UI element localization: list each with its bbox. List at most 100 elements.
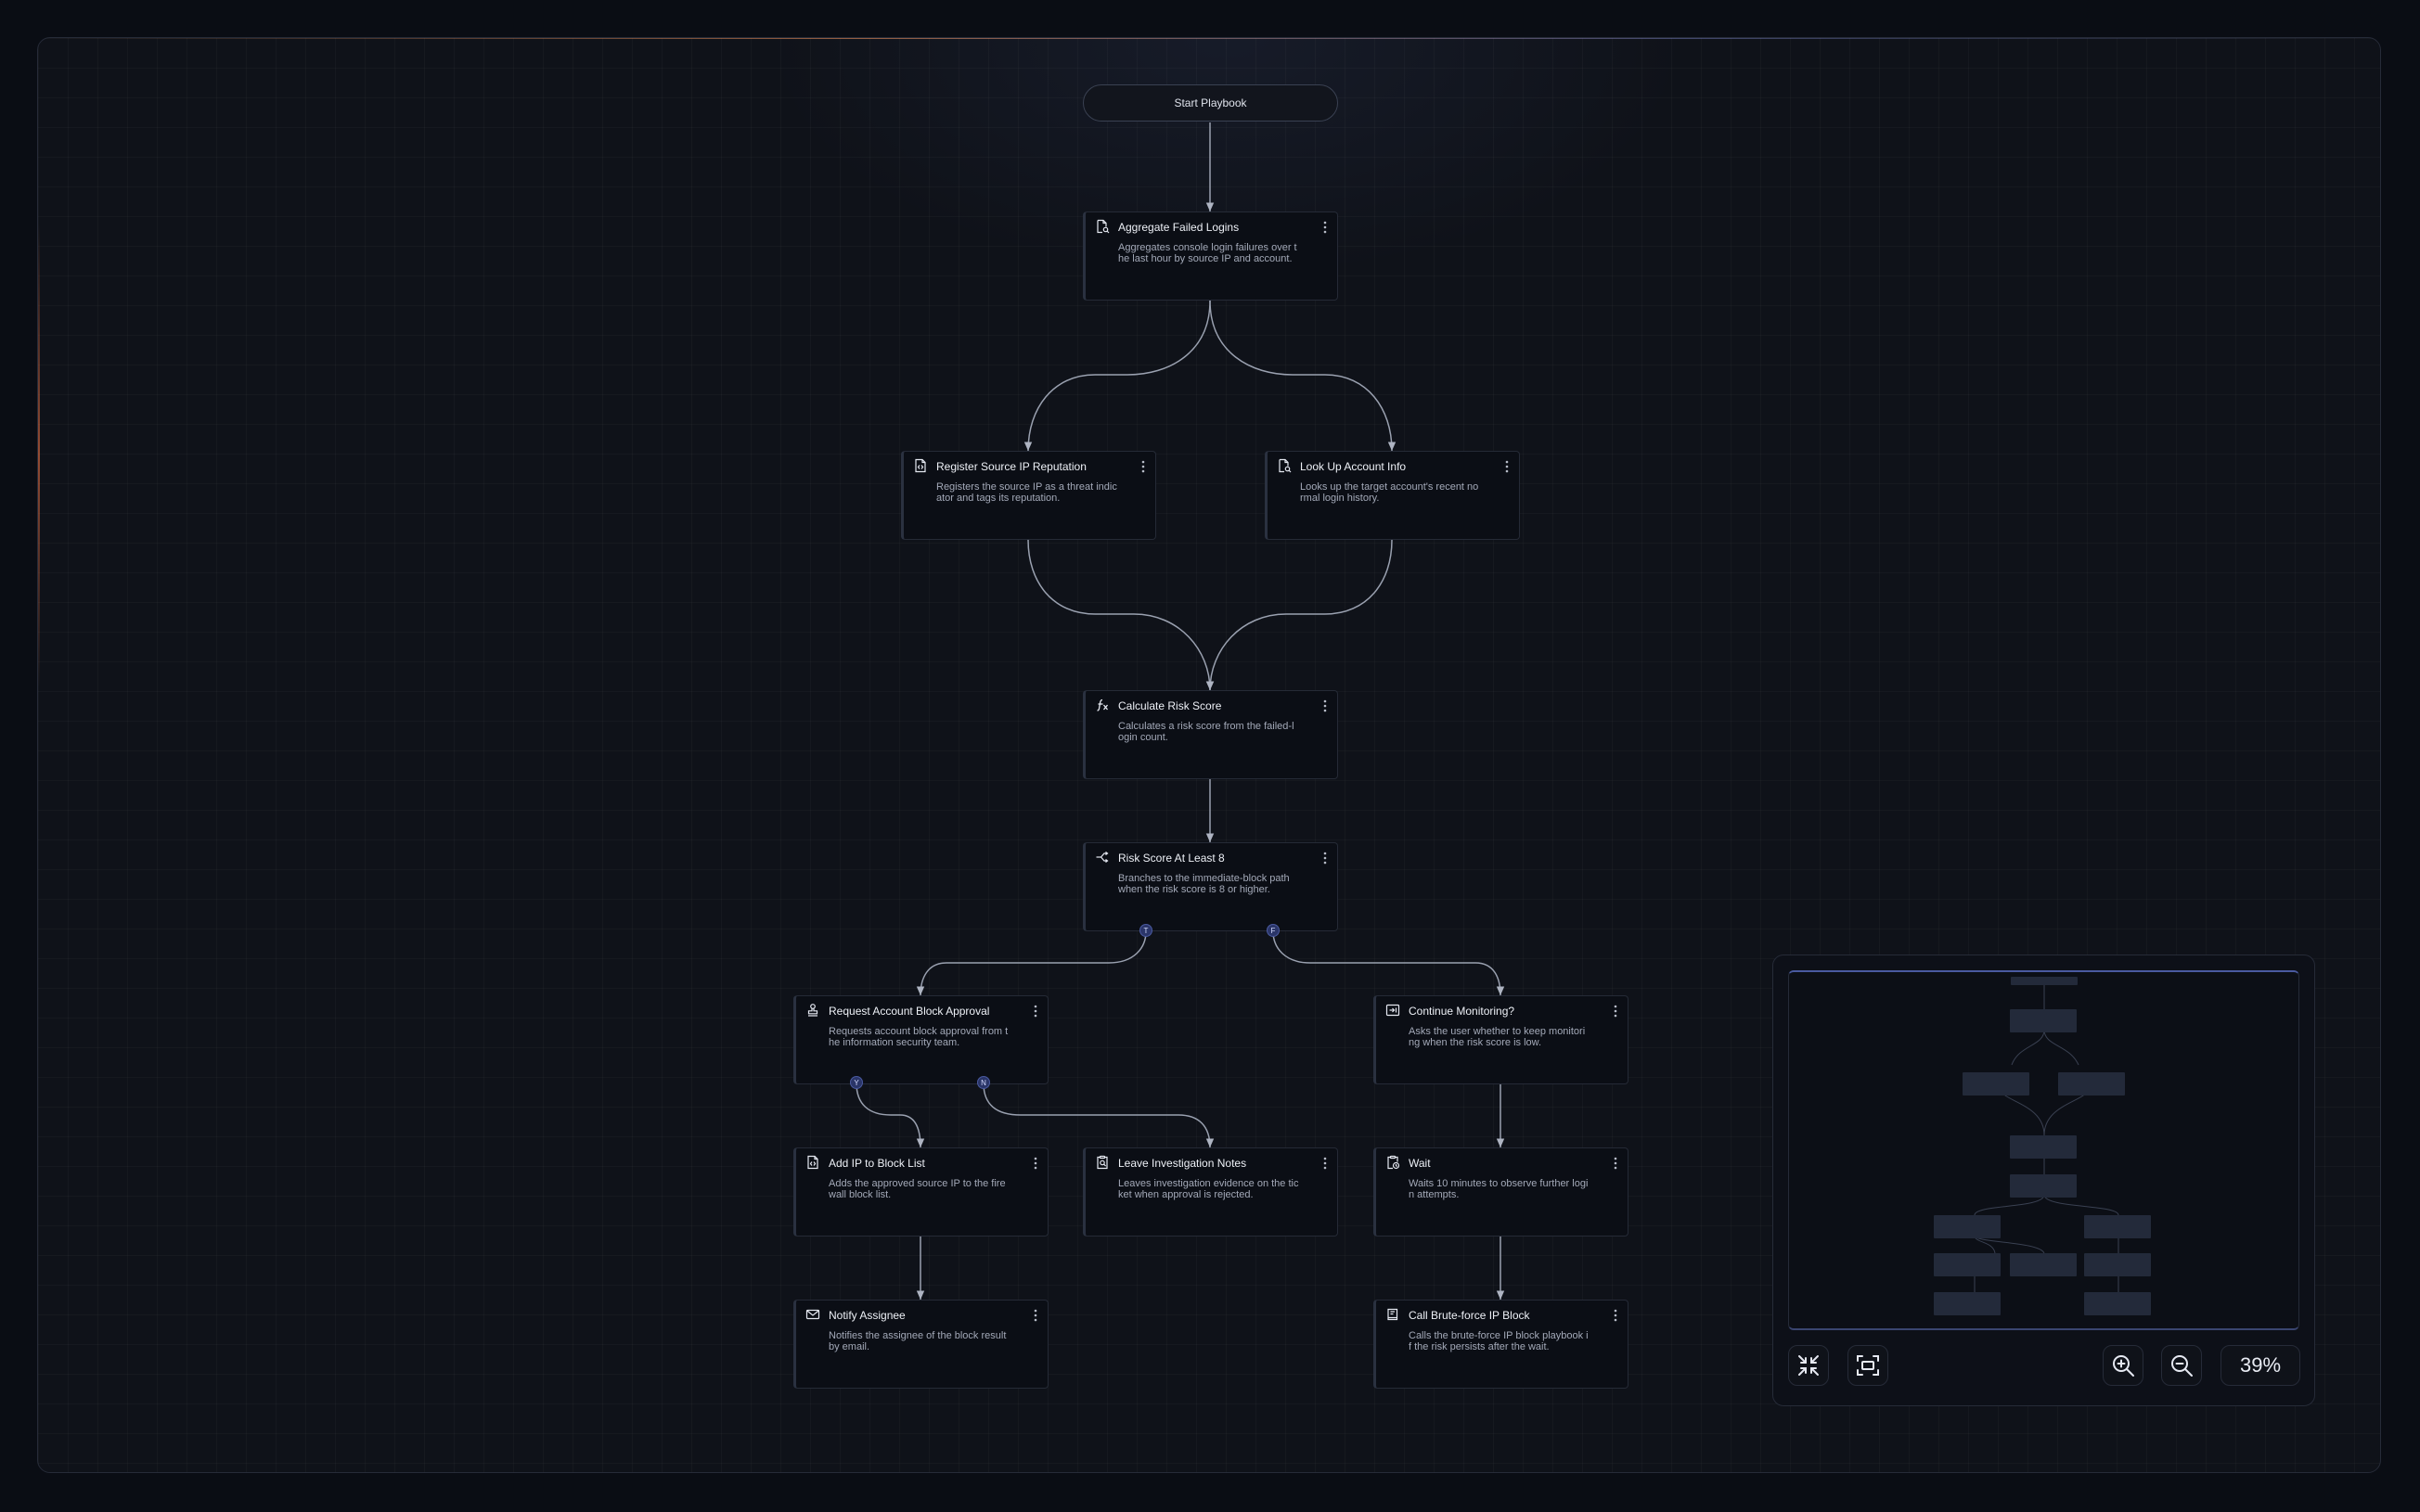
edge-no-notes [983,1083,1215,1148]
branch-icon [1095,850,1110,865]
node-notify-assignee[interactable]: Notify Assignee Notifies the assignee of… [793,1300,1049,1389]
collapse-button[interactable] [1788,1345,1829,1386]
kebab-menu-icon[interactable] [1613,1004,1618,1019]
minimap-node [2084,1253,2151,1276]
edge-lookup-riskscore [1205,539,1393,691]
port-label: F [1270,926,1276,935]
minimap-node [2010,1253,2077,1276]
edge-true-approval [916,930,1147,996]
node-description: Calculates a risk score from the failed-… [1118,721,1294,743]
node-look-up-account[interactable]: Look Up Account Info Looks up the target… [1265,451,1520,540]
kebab-menu-icon[interactable] [1322,1156,1328,1171]
kebab-menu-icon[interactable] [1033,1004,1038,1019]
node-leave-investigation-notes[interactable]: Leave Investigation Notes Leaves investi… [1083,1147,1338,1237]
node-title: Continue Monitoring? [1409,1005,1515,1018]
minimap-node [1934,1292,2001,1315]
node-call-bruteforce-block[interactable]: Call Brute-force IP Block Calls the brut… [1373,1300,1628,1389]
zoom-out-icon [2171,1355,2193,1377]
node-wait[interactable]: Wait Waits 10 minutes to observe further… [1373,1147,1628,1237]
minimap-panel: 39% [1772,955,2315,1406]
code-file-icon [805,1155,820,1170]
code-file-icon [913,458,928,473]
clipboard-search-icon [1095,1155,1110,1170]
start-playbook-label: Start Playbook [1174,96,1247,109]
clipboard-clock-icon [1385,1155,1400,1170]
minimap-start [2011,977,2078,985]
node-description: Adds the approved source IP to the firew… [829,1178,1006,1200]
node-continue-monitoring[interactable]: Continue Monitoring? Asks the user wheth… [1373,995,1628,1084]
node-title: Add IP to Block List [829,1157,925,1170]
minimap[interactable] [1788,970,2299,1330]
kebab-menu-icon[interactable] [1322,220,1328,235]
false-branch-port[interactable]: F [1267,924,1280,937]
node-description: Branches to the immediate-block path whe… [1118,873,1290,895]
minimap-node [1934,1253,2001,1276]
edge-register-riskscore [1027,539,1215,691]
node-title: Notify Assignee [829,1309,906,1322]
node-aggregate-failed-logins[interactable]: Aggregate Failed Logins Aggregates conso… [1083,211,1338,301]
collapse-icon [1798,1355,1819,1376]
node-request-block-approval[interactable]: Request Account Block Approval Requests … [793,995,1049,1084]
zoom-level-value: 39% [2239,1353,2282,1377]
start-playbook-node[interactable]: Start Playbook [1083,84,1338,122]
node-description: Registers the source IP as a threat indi… [936,481,1117,504]
node-title: Request Account Block Approval [829,1005,990,1018]
node-title: Risk Score At Least 8 [1118,852,1225,865]
edge-yes-addip [856,1083,925,1148]
zoom-level: 39% [2220,1345,2300,1386]
port-label: T [1143,926,1149,935]
node-title: Calculate Risk Score [1118,699,1222,712]
minimap-node [2084,1215,2151,1238]
node-description: Aggregates console login failures over t… [1118,242,1297,264]
node-description: Waits 10 minutes to observe further logi… [1409,1178,1589,1200]
minimap-node [2010,1009,2077,1032]
minimap-node [1934,1215,2001,1238]
document-search-icon [1277,458,1292,473]
prompt-icon [1385,1003,1400,1018]
minimap-node [2010,1135,2077,1159]
kebab-menu-icon[interactable] [1613,1308,1618,1323]
node-register-source-ip[interactable]: Register Source IP Reputation Registers … [901,451,1156,540]
minimap-node [2010,1174,2077,1198]
document-search-icon [1095,219,1110,234]
node-title: Aggregate Failed Logins [1118,221,1240,234]
zoom-in-icon [2113,1355,2134,1377]
kebab-menu-icon[interactable] [1033,1156,1038,1171]
function-icon [1095,698,1110,712]
kebab-menu-icon[interactable] [1613,1156,1618,1171]
zoom-in-button[interactable] [2103,1345,2143,1386]
minimap-node [2084,1292,2151,1315]
node-add-ip-block-list[interactable]: Add IP to Block List Adds the approved s… [793,1147,1049,1237]
edge-false-continue [1272,930,1505,996]
port-label: Y [854,1078,859,1087]
yes-branch-port[interactable]: Y [850,1076,863,1089]
port-label: N [981,1078,986,1087]
edge-aggregate-register [1023,300,1211,452]
kebab-menu-icon[interactable] [1033,1308,1038,1323]
node-title: Leave Investigation Notes [1118,1157,1247,1170]
no-branch-port[interactable]: N [977,1076,990,1089]
node-title: Look Up Account Info [1300,460,1407,473]
mail-icon [805,1307,820,1322]
node-risk-score-check[interactable]: Risk Score At Least 8 Branches to the im… [1083,842,1338,931]
node-description: Asks the user whether to keep monitoring… [1409,1026,1586,1048]
fit-screen-button[interactable] [1847,1345,1888,1386]
zoom-out-button[interactable] [2161,1345,2202,1386]
true-branch-port[interactable]: T [1139,924,1152,937]
fit-screen-icon [1857,1355,1879,1376]
minimap-node [2058,1072,2125,1096]
node-title: Register Source IP Reputation [936,460,1087,473]
node-calculate-risk-score[interactable]: Calculate Risk Score Calculates a risk s… [1083,690,1338,779]
playbook-icon [1385,1307,1400,1322]
minimap-node [1963,1072,2029,1096]
kebab-menu-icon[interactable] [1504,459,1510,474]
approval-stamp-icon [805,1003,820,1018]
node-description: Requests account block approval from the… [829,1026,1009,1048]
kebab-menu-icon[interactable] [1322,851,1328,865]
kebab-menu-icon[interactable] [1140,459,1146,474]
node-description: Looks up the target account's recent nor… [1300,481,1479,504]
kebab-menu-icon[interactable] [1322,698,1328,713]
node-title: Call Brute-force IP Block [1409,1309,1530,1322]
node-description: Calls the brute-force IP block playbook … [1409,1330,1589,1352]
